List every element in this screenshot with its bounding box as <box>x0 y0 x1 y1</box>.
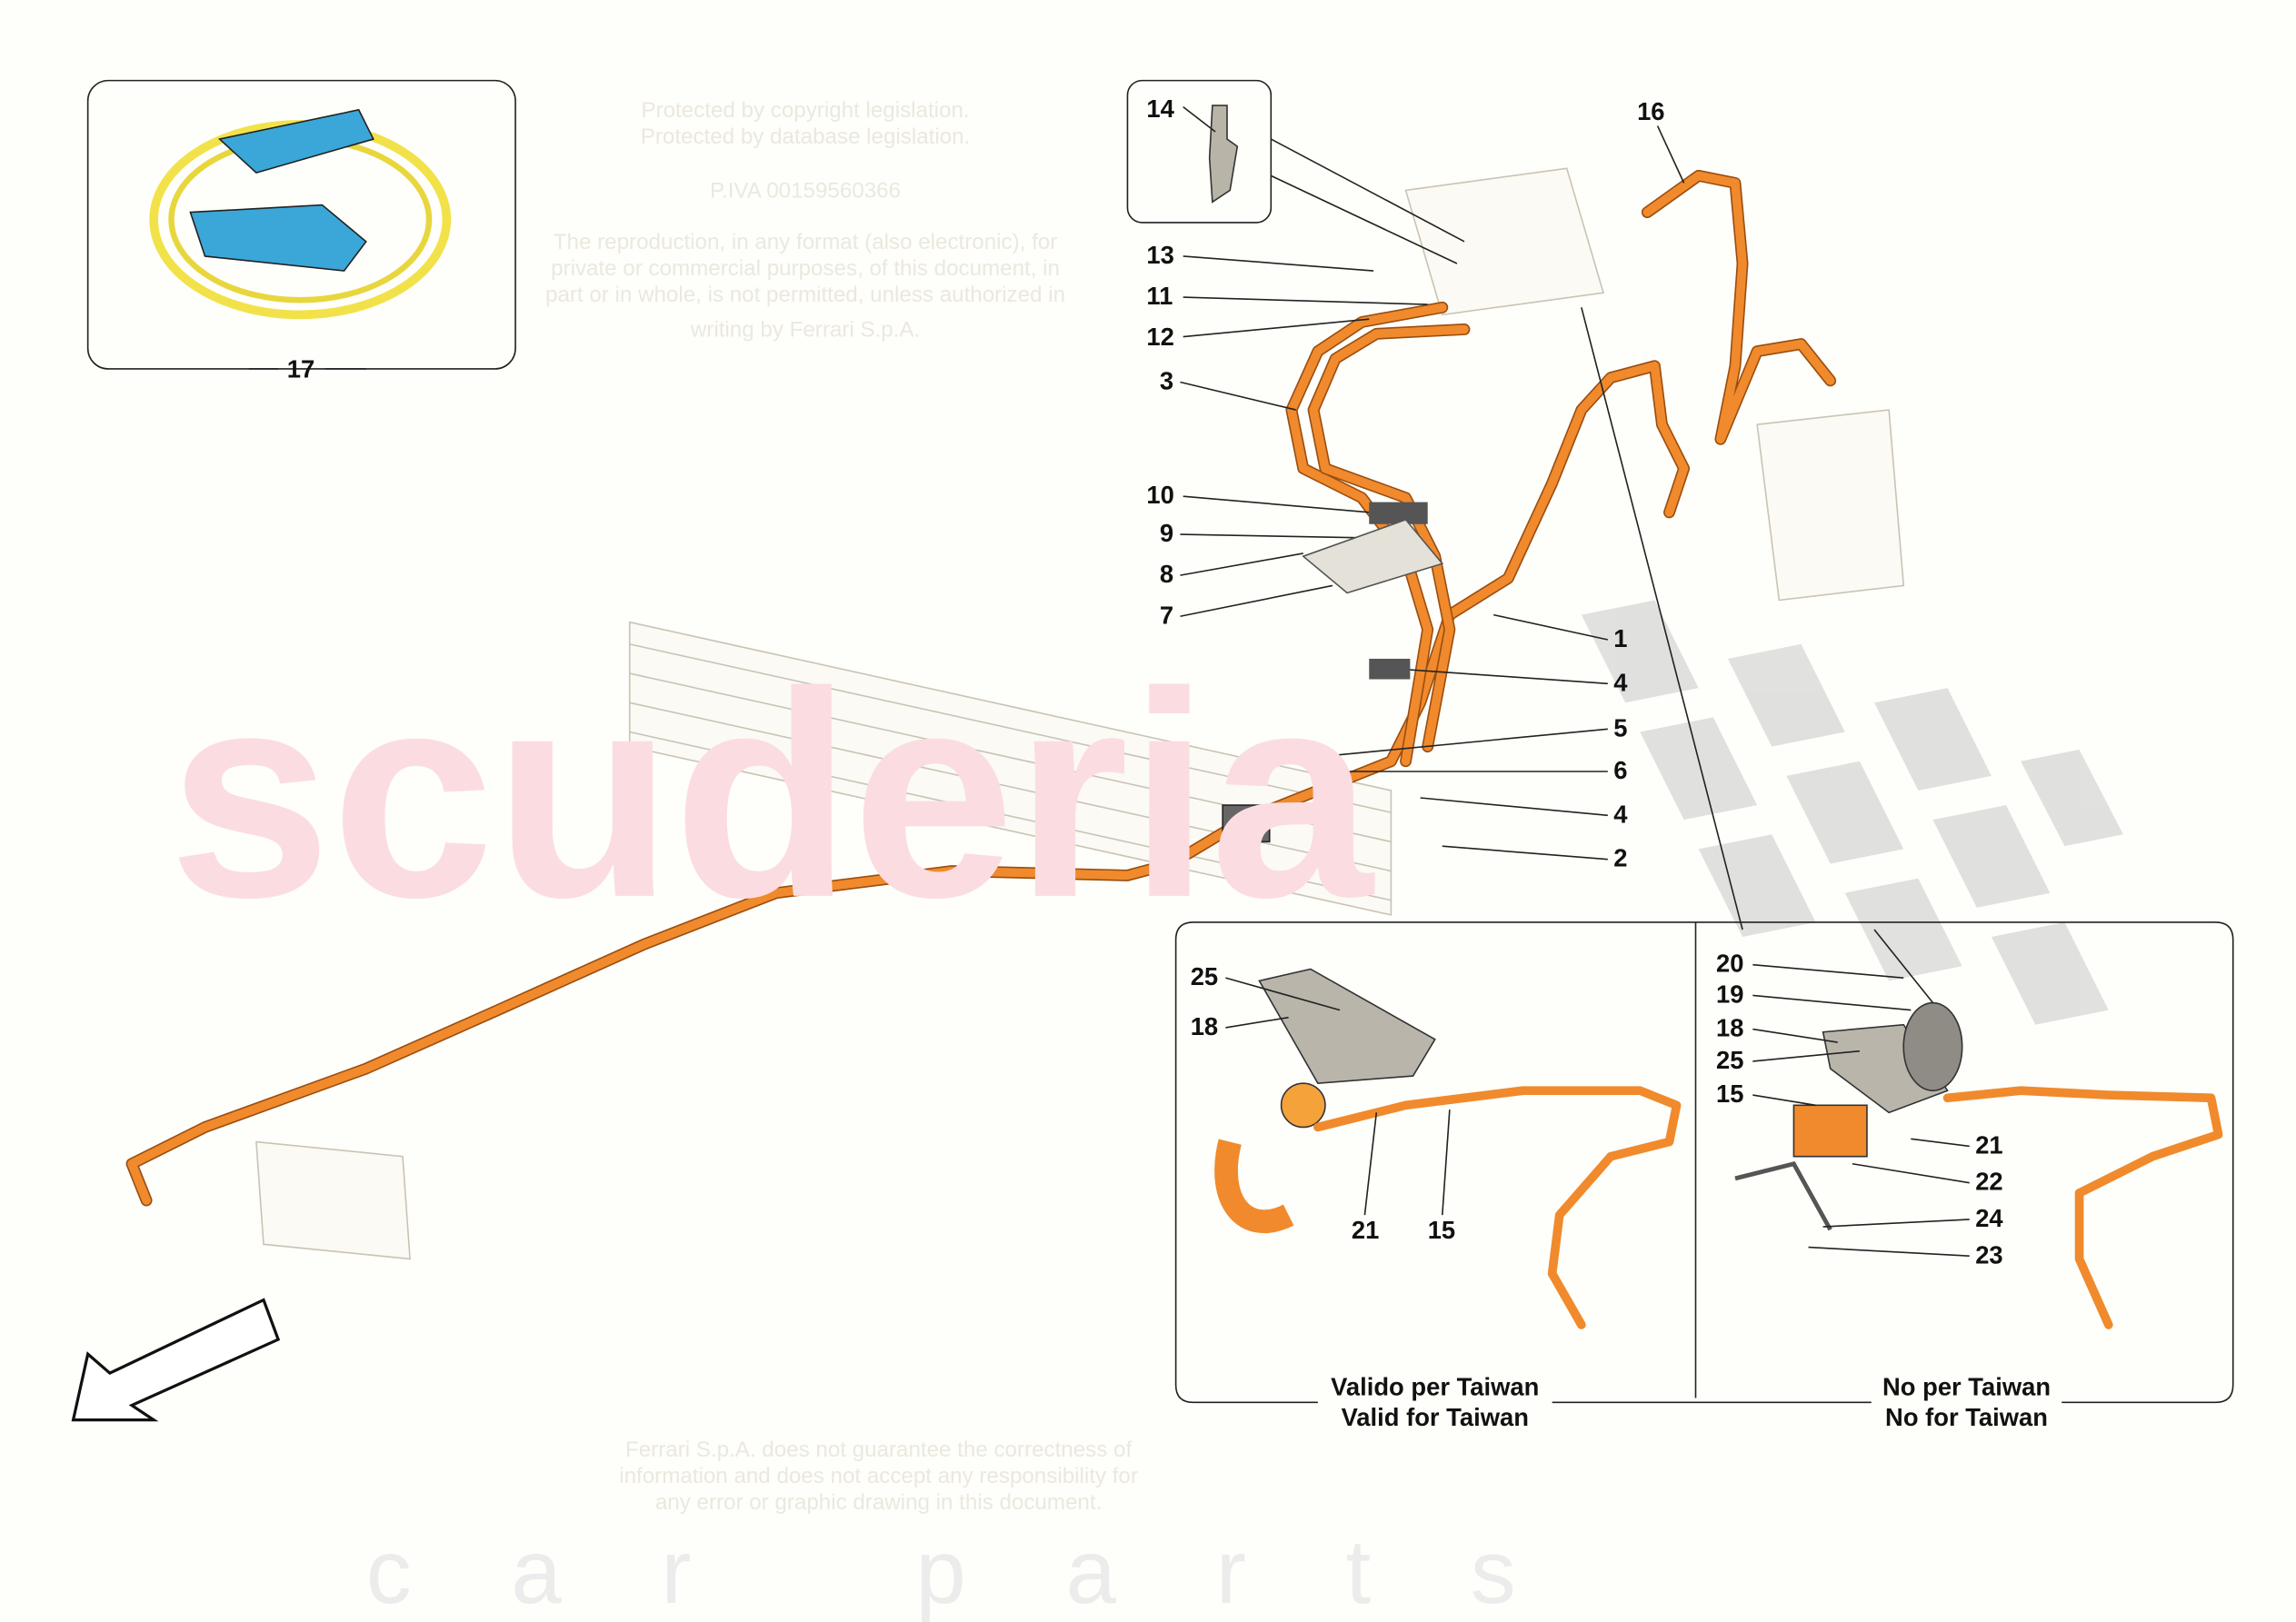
inverter-ghost <box>1404 167 1905 602</box>
caption-valid-taiwan: Valid for Taiwan <box>1342 1403 1529 1431</box>
inverter-cable <box>1641 169 1837 445</box>
callout-8: 8 <box>1160 560 1173 588</box>
callout-13: 13 <box>1146 241 1173 269</box>
disclaimer-line: P.IVA 00159560366 <box>710 179 901 204</box>
callout-3: 3 <box>1160 367 1173 395</box>
inset-charger-cable: 17 <box>86 79 516 383</box>
disclaimer-top: Protected by copyright legislation. Prot… <box>545 98 1065 343</box>
disclaimer-line: The reproduction, in any format (also el… <box>554 230 1057 254</box>
callout-20: 20 <box>1716 950 1743 978</box>
caption-valido-taiwan: Valido per Taiwan <box>1331 1372 1539 1400</box>
callout-18b: 18 <box>1716 1014 1743 1042</box>
bracket-7-icon <box>1302 518 1444 594</box>
disclaimer-line: part or in whole, is not permitted, unle… <box>545 283 1065 307</box>
disclaimer-line: writing by Ferrari S.p.A. <box>690 318 920 343</box>
callout-15: 15 <box>1428 1216 1455 1244</box>
disclaimer-line: private or commercial purposes, of this … <box>551 256 1060 281</box>
inset-taiwan-variants: 25 18 21 15 Valido per Taiwan Valid for … <box>1174 921 2234 1431</box>
front-hv-cable <box>1285 301 1471 768</box>
callout-11: 11 <box>1146 282 1173 310</box>
callout-1: 1 <box>1613 624 1627 652</box>
caption-no-for-taiwan: No for Taiwan <box>1885 1403 2048 1431</box>
charger-plug-icon <box>217 108 374 174</box>
disclaimer-line: Ferrari S.p.A. does not guarantee the co… <box>625 1438 1133 1462</box>
callout-23: 23 <box>1975 1240 2002 1269</box>
clip-4-icon <box>1369 658 1411 680</box>
callout-22: 22 <box>1975 1168 2002 1196</box>
checkered-flag-watermark <box>1581 600 2123 1025</box>
watermark-sub: car parts <box>366 1522 1615 1622</box>
detail-ray <box>1581 307 1743 930</box>
callout-6: 6 <box>1613 756 1627 784</box>
disclaimer-bottom: Ferrari S.p.A. does not guarantee the co… <box>619 1438 1138 1515</box>
callout-21: 21 <box>1352 1216 1379 1244</box>
callout-12: 12 <box>1146 323 1173 351</box>
charger-unit-icon <box>189 204 367 272</box>
clip-10-icon <box>1369 502 1428 524</box>
callout-16: 16 <box>1637 97 1664 125</box>
callout-24: 24 <box>1975 1204 2003 1232</box>
detail-ray <box>1270 174 1458 264</box>
disclaimer-line: Protected by database legislation. <box>641 124 971 149</box>
callout-25: 25 <box>1191 962 1218 990</box>
callout-10: 10 <box>1146 481 1173 509</box>
variant-no-taiwan: 20 19 18 25 15 21 22 24 23 No per Taiwan… <box>1716 929 2223 1431</box>
callout-2: 2 <box>1613 844 1627 872</box>
watermark-brand: scuderia <box>168 632 1374 959</box>
inset-bracket-14 <box>1126 79 1273 224</box>
detail-ray <box>1270 138 1465 243</box>
callout-4b: 4 <box>1613 800 1628 828</box>
disclaimer-line: information and does not accept any resp… <box>619 1464 1138 1488</box>
callout-14: 14 <box>1146 95 1174 123</box>
disclaimer-line: any error or graphic drawing in this doc… <box>655 1490 1102 1515</box>
callout-7: 7 <box>1160 601 1173 629</box>
callout-21b: 21 <box>1975 1130 2002 1159</box>
disclaimer-line: Protected by copyright legislation. <box>641 98 969 123</box>
callout-19: 19 <box>1716 980 1743 1009</box>
callout-9: 9 <box>1160 519 1173 547</box>
caption-no-per-taiwan: No per Taiwan <box>1882 1372 2051 1400</box>
callouts-main: 14 16 13 11 12 3 10 9 8 7 1 4 5 6 4 2 <box>1146 95 1685 872</box>
callout-18: 18 <box>1191 1012 1218 1040</box>
variant-taiwan: 25 18 21 15 Valido per Taiwan Valid for … <box>1191 962 1682 1431</box>
callout-25b: 25 <box>1716 1046 1743 1074</box>
front-direction-arrow-icon <box>71 1298 281 1422</box>
battery-module-ghost <box>255 1140 411 1260</box>
main-hv-cable <box>125 360 1691 1207</box>
connector-icon <box>1222 804 1271 843</box>
callout-4: 4 <box>1613 668 1628 696</box>
callout-17: 17 <box>287 355 314 383</box>
callout-15b: 15 <box>1716 1080 1743 1108</box>
callout-5: 5 <box>1613 713 1627 741</box>
